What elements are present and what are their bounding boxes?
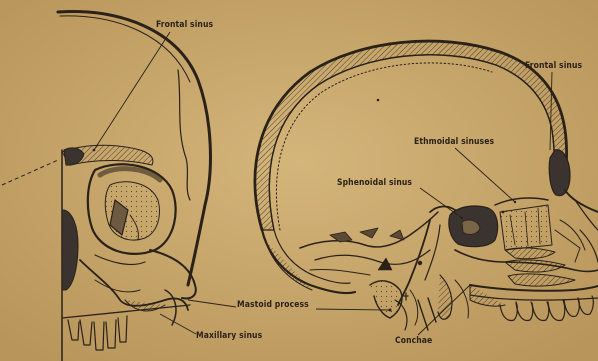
label-mastoid-process: Mastoid process <box>237 300 309 310</box>
label-ethmoidal-sinuses: Ethmoidal sinuses <box>414 137 494 147</box>
label-conchae: Conchae <box>395 336 432 346</box>
label-sphenoidal-sinus: Sphenoidal sinus <box>337 178 412 188</box>
label-frontal-sinus-front-view: Frontal sinus <box>156 20 213 30</box>
label-frontal-sinus-section: Frontal sinus <box>525 61 582 71</box>
label-maxillary-sinus: Maxillary sinus <box>196 331 262 341</box>
